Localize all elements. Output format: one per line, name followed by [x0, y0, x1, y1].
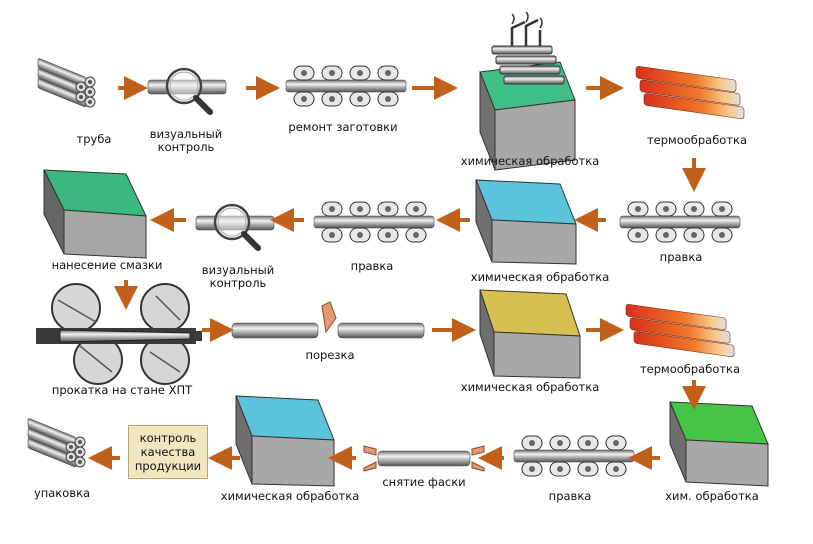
- cutting-pipes: [231, 301, 425, 339]
- label-visual-2-line1: визуальный: [201, 263, 275, 277]
- label-visual-1-line1: визуальный: [149, 127, 223, 141]
- label-visual-2: визуальный контроль: [202, 264, 274, 290]
- quality-line1: контроль: [139, 431, 197, 445]
- label-pipe: труба: [76, 132, 112, 146]
- label-lube: нанесение смазки: [51, 258, 163, 272]
- label-visual-1: визуальный контроль: [150, 128, 222, 154]
- chem-bath-1: [479, 11, 576, 171]
- label-straight-1: правка: [659, 250, 703, 264]
- label-heat-2: термообработка: [639, 362, 741, 376]
- label-chem-1: химическая обработка: [460, 154, 600, 168]
- label-chem-5: химическая обработка: [220, 489, 360, 503]
- label-heat-1: термообработка: [646, 133, 748, 147]
- label-packing: упаковка: [33, 486, 91, 500]
- label-rolling: прокатка на стане ХПТ: [51, 383, 193, 397]
- label-visual-2-line2: контроль: [209, 276, 267, 290]
- label-straight-2: правка: [350, 259, 394, 273]
- chem-bath-3: [479, 289, 581, 379]
- label-cutting: порезка: [305, 348, 355, 362]
- flow-arrows: [88, 76, 706, 470]
- lube-bath: [43, 169, 147, 259]
- chem-bath-2: [475, 179, 577, 265]
- quality-line2: качества: [140, 445, 196, 459]
- rolling-mill: [36, 283, 202, 385]
- quality-control-box: контроль качества продукции: [128, 425, 208, 479]
- chem-bath-5: [235, 395, 335, 487]
- chamfer-pipe: [363, 445, 485, 472]
- label-repair: ремонт заготовки: [288, 120, 398, 134]
- label-visual-1-line2: контроль: [157, 140, 215, 154]
- quality-line3: продукции: [134, 459, 202, 473]
- label-straight-3: правка: [548, 489, 592, 503]
- label-chamfer: снятие фаски: [382, 475, 466, 489]
- chem-bath-4: [669, 401, 769, 487]
- label-chem-3: химическая обработка: [460, 380, 600, 394]
- label-chem-2: химическая обработка: [470, 270, 610, 284]
- label-chem-4: хим. обработка: [665, 489, 759, 503]
